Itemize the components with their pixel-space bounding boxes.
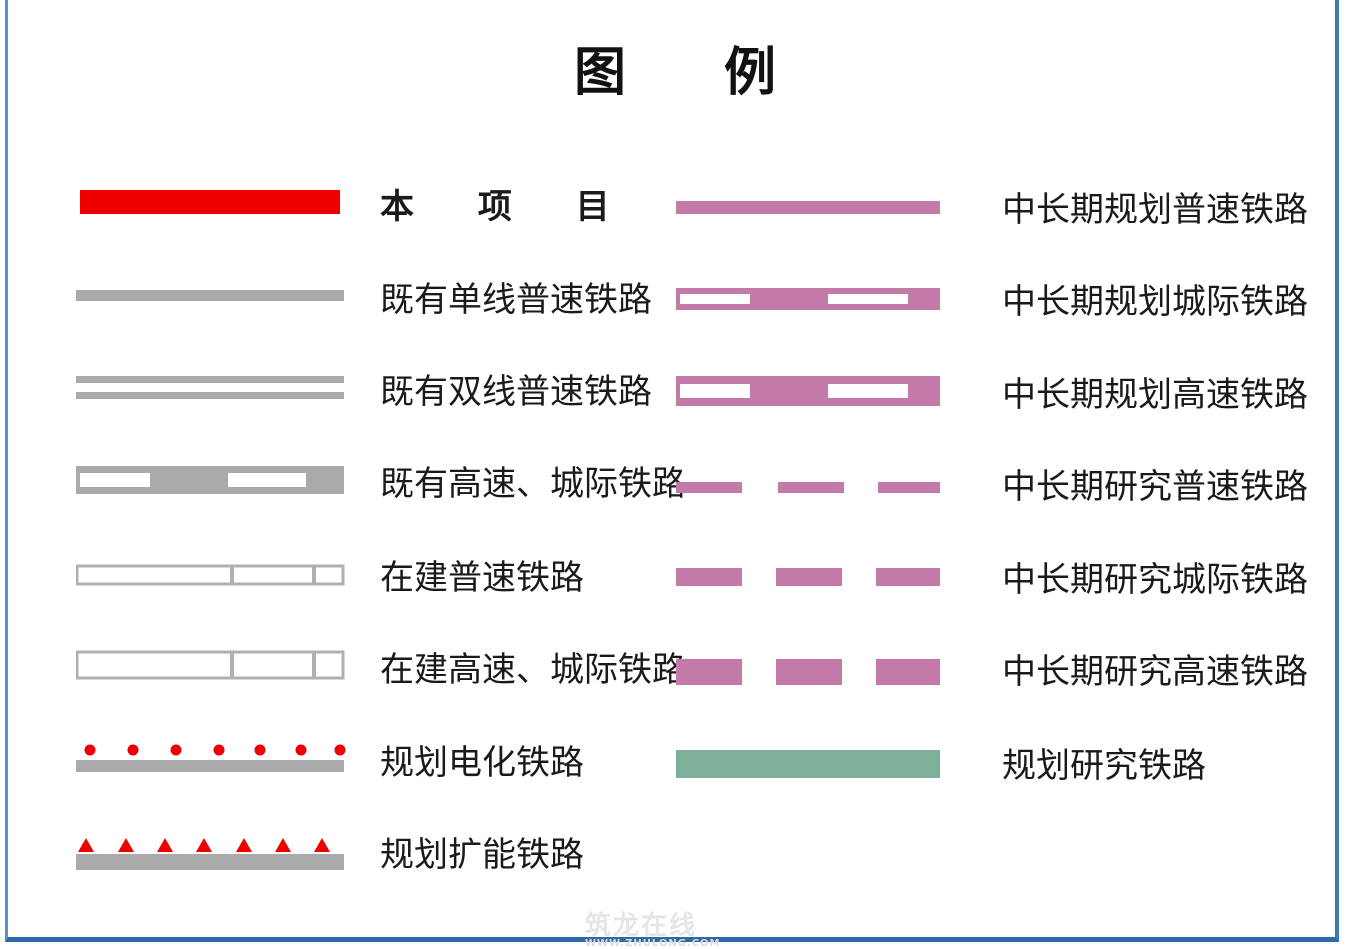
symbol-existing-double xyxy=(76,374,346,404)
legend-title: 图 例 xyxy=(573,43,817,103)
watermark-main: 筑龙在线 xyxy=(585,911,698,941)
watermark: 筑龙在线 WWW.ZHULONG.COM xyxy=(585,905,721,949)
symbol-midlong-planned-intercity xyxy=(676,288,942,312)
label-midlong-planned-intercity: 中长期规划城际铁路 xyxy=(1002,282,1308,322)
label-planned-expansion: 规划扩能铁路 xyxy=(380,835,584,875)
symbol-midlong-research-normal xyxy=(676,480,942,496)
label-planned-research: 规划研究铁路 xyxy=(1002,746,1206,786)
symbol-midlong-research-intercity xyxy=(676,566,942,588)
label-existing-single: 既有单线普速铁路 xyxy=(380,280,652,320)
label-midlong-research-intercity: 中长期研究城际铁路 xyxy=(1002,560,1308,600)
symbol-midlong-planned-hsr xyxy=(676,376,942,408)
symbol-project-red-bar xyxy=(80,190,342,216)
label-construction-normal: 在建普速铁路 xyxy=(380,558,584,598)
symbol-planned-research xyxy=(676,750,942,780)
label-existing-hsr: 既有高速、城际铁路 xyxy=(380,464,686,504)
label-midlong-research-hsr: 中长期研究高速铁路 xyxy=(1002,652,1308,692)
label-project: 本 项 目 xyxy=(380,187,636,227)
label-midlong-planned-hsr: 中长期规划高速铁路 xyxy=(1002,375,1308,415)
symbol-existing-hsr xyxy=(76,466,346,496)
symbol-planned-expansion xyxy=(76,834,346,874)
symbol-existing-single xyxy=(76,288,346,304)
symbol-midlong-research-hsr xyxy=(676,658,942,688)
symbol-construction-hsr xyxy=(76,650,346,682)
label-construction-hsr: 在建高速、城际铁路 xyxy=(380,650,686,690)
symbol-construction-normal xyxy=(76,564,346,588)
legend-frame xyxy=(5,0,1339,942)
symbol-planned-electrified xyxy=(76,740,346,776)
watermark-sub: WWW.ZHULONG.COM xyxy=(585,938,721,949)
label-planned-electrified: 规划电化铁路 xyxy=(380,743,584,783)
label-existing-double: 既有双线普速铁路 xyxy=(380,372,652,412)
label-midlong-research-normal: 中长期研究普速铁路 xyxy=(1002,467,1308,507)
label-midlong-planned-normal: 中长期规划普速铁路 xyxy=(1002,190,1308,230)
symbol-midlong-planned-normal xyxy=(676,200,942,216)
